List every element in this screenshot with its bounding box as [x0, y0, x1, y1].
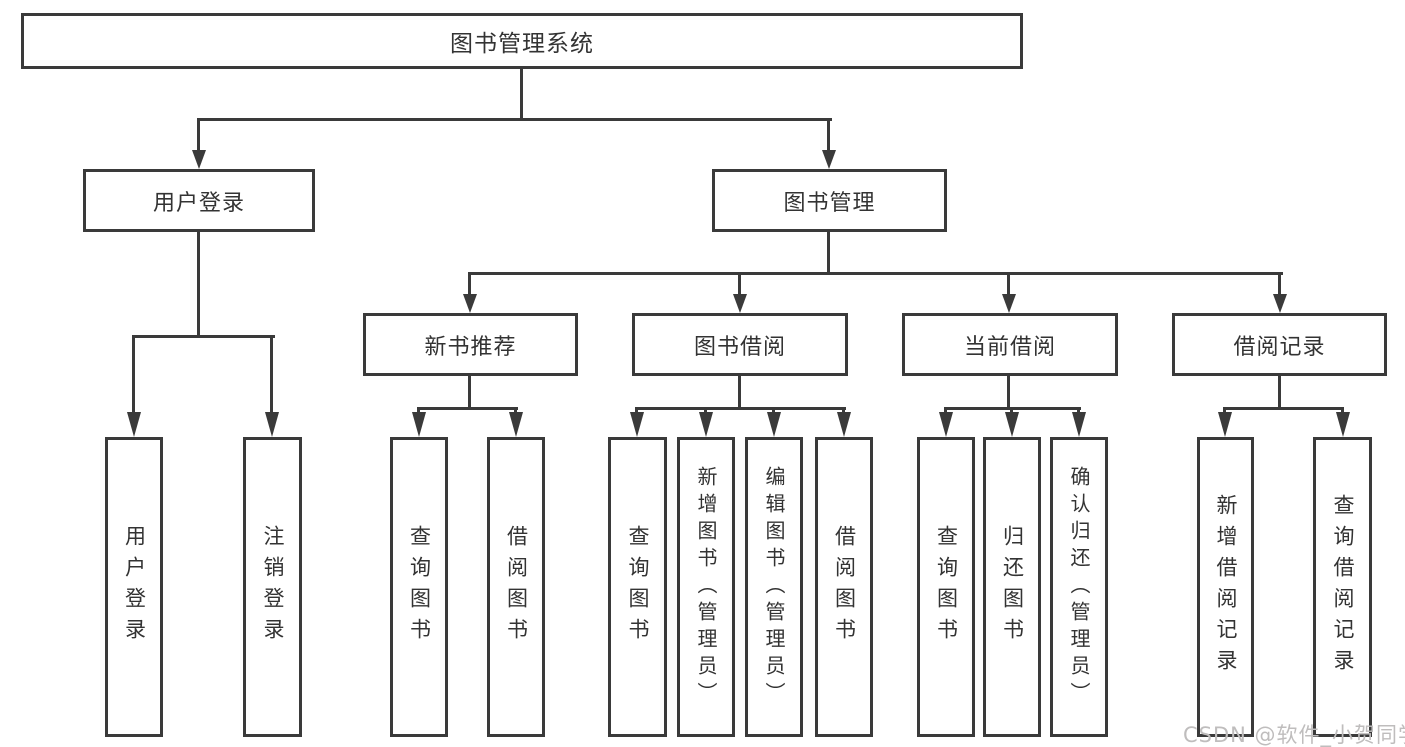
- connector-line: [738, 272, 741, 296]
- node-label: 用户登录: [152, 190, 245, 216]
- node-label: 当前借阅: [963, 334, 1056, 360]
- leaf-label: 归还图书: [1000, 525, 1025, 649]
- watermark: CSDN @软件_小贺同学: [1183, 723, 1405, 747]
- connector-line: [738, 376, 741, 407]
- node-new-book-recommendation: 新书推荐: [363, 313, 578, 376]
- leaf-label: 借阅图书: [504, 525, 529, 649]
- node-library-management-system: 图书管理系统: [21, 13, 1023, 69]
- leaf-label: 编辑图书（管理员）: [762, 465, 786, 709]
- node-user-login: 用户登录: [83, 169, 315, 232]
- connector-line: [1007, 272, 1010, 296]
- leaf-return-books: 归还图书: [983, 437, 1041, 737]
- arrow-down-icon: [1273, 294, 1287, 313]
- connector-line: [468, 272, 471, 296]
- arrow-down-icon: [463, 294, 477, 313]
- node-label: 图书借阅: [693, 334, 786, 360]
- leaf-label: 确认归还（管理员）: [1067, 465, 1091, 709]
- connector-line: [827, 232, 830, 272]
- connector-line: [270, 335, 273, 413]
- leaf-query-books-borrowing: 查询图书: [608, 437, 667, 737]
- connector-line: [132, 335, 275, 338]
- leaf-confirm-return-admin: 确认归还（管理员）: [1050, 437, 1108, 737]
- connector-line: [827, 118, 830, 151]
- connector-line: [468, 272, 1283, 275]
- arrow-down-icon: [265, 412, 279, 437]
- connector-line: [704, 407, 707, 415]
- leaf-edit-book-admin: 编辑图书（管理员）: [745, 437, 803, 737]
- leaf-borrow-books-borrowing: 借阅图书: [815, 437, 873, 737]
- leaf-query-books-recommend: 查询图书: [390, 437, 448, 737]
- connector-line: [772, 407, 775, 415]
- arrow-down-icon: [192, 150, 206, 169]
- leaf-label: 新增图书（管理员）: [694, 465, 718, 709]
- arrow-down-icon: [767, 412, 781, 437]
- arrow-down-icon: [1218, 412, 1232, 437]
- leaf-logout: 注销登录: [243, 437, 302, 737]
- node-label: 图书管理: [783, 190, 876, 216]
- node-label: 图书管理系统: [450, 31, 594, 57]
- arrow-down-icon: [509, 412, 523, 437]
- connector-line: [468, 376, 471, 407]
- connector-line: [1077, 407, 1080, 415]
- connector-line: [514, 407, 517, 415]
- arrow-down-icon: [822, 150, 836, 169]
- arrow-down-icon: [733, 294, 747, 313]
- arrow-down-icon: [1005, 412, 1019, 437]
- connector-line: [842, 407, 845, 415]
- leaf-label: 查询图书: [626, 525, 650, 649]
- node-book-management: 图书管理: [712, 169, 947, 232]
- connector-line: [417, 407, 420, 415]
- connector-line: [1278, 272, 1281, 296]
- arrow-down-icon: [1336, 412, 1350, 437]
- leaf-query-borrow-record: 查询借阅记录: [1313, 437, 1372, 737]
- arrow-down-icon: [939, 412, 953, 437]
- connector-line: [417, 407, 518, 410]
- connector-line: [1007, 376, 1010, 407]
- arrow-down-icon: [699, 412, 713, 437]
- node-borrowing-records: 借阅记录: [1172, 313, 1387, 376]
- connector-line: [944, 407, 947, 415]
- node-current-borrowing: 当前借阅: [902, 313, 1118, 376]
- arrow-down-icon: [1072, 412, 1086, 437]
- connector-line: [197, 118, 832, 121]
- leaf-label: 注销登录: [261, 525, 285, 649]
- connector-line: [1223, 407, 1344, 410]
- leaf-query-books-current: 查询图书: [917, 437, 975, 737]
- node-label: 新书推荐: [424, 334, 517, 360]
- connector-line: [132, 335, 135, 413]
- node-label: 借阅记录: [1233, 334, 1326, 360]
- leaf-label: 新增借阅记录: [1214, 494, 1238, 680]
- arrow-down-icon: [1002, 294, 1016, 313]
- connector-line: [1341, 407, 1344, 415]
- node-book-borrowing: 图书借阅: [632, 313, 848, 376]
- arrow-down-icon: [412, 412, 426, 437]
- connector-line: [635, 407, 846, 410]
- connector-line: [197, 232, 200, 335]
- leaf-user-login: 用户登录: [105, 437, 163, 737]
- leaf-label: 用户登录: [122, 525, 147, 649]
- connector-line: [1010, 407, 1013, 415]
- leaf-borrow-books-recommend: 借阅图书: [487, 437, 545, 737]
- arrow-down-icon: [127, 412, 141, 437]
- leaf-label: 查询借阅记录: [1331, 494, 1355, 680]
- leaf-label: 借阅图书: [832, 525, 857, 649]
- connector-line: [1278, 376, 1281, 407]
- leaf-label: 查询图书: [934, 525, 959, 649]
- leaf-add-borrow-record: 新增借阅记录: [1197, 437, 1254, 737]
- arrow-down-icon: [630, 412, 644, 437]
- connector-line: [520, 69, 523, 118]
- arrow-down-icon: [837, 412, 851, 437]
- connector-line: [197, 118, 200, 151]
- leaf-label: 查询图书: [407, 525, 432, 649]
- connector-line: [1223, 407, 1226, 415]
- connector-line: [635, 407, 638, 415]
- leaf-add-book-admin: 新增图书（管理员）: [677, 437, 735, 737]
